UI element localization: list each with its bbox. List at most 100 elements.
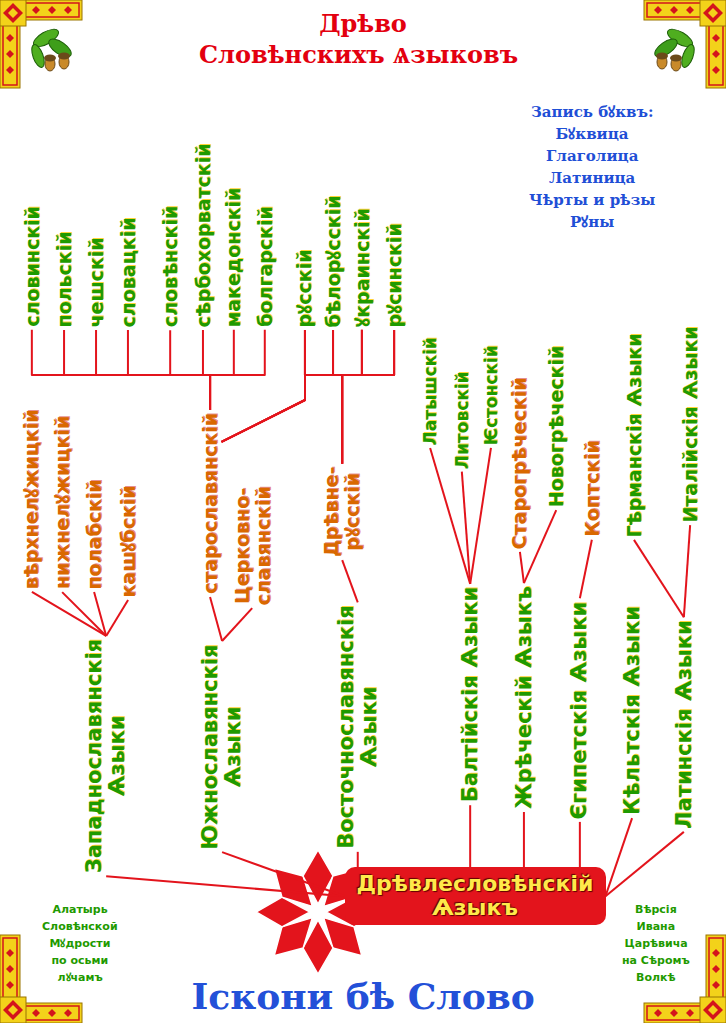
tree-connector: [684, 525, 690, 617]
node-text: словинскій: [21, 206, 42, 327]
language-node: старославянскій: [199, 410, 222, 597]
language-node: македонскій: [222, 184, 245, 330]
node-text: сѣрбохорватскій: [193, 143, 214, 327]
tree-connector: [221, 330, 394, 442]
language-node: рꙋсскій: [293, 246, 316, 330]
tree-connector: [342, 330, 362, 464]
language-node: Кѣльтскія Ѧзыки: [620, 603, 645, 818]
language-node: Коптскій: [580, 437, 603, 540]
node-text: Коптскій: [581, 440, 602, 537]
node-text: Балтійскія Ѧзыки: [459, 587, 482, 802]
diagram-title: Дрѣво Словѣнскихъ Ѧзыковъ: [199, 8, 527, 70]
footer-note: Алатырь: [53, 904, 108, 917]
footer-note: лꙋчамъ: [58, 972, 103, 985]
language-node: Жрѣческій Ѧзыкъ: [511, 583, 536, 812]
tree-connector: [579, 822, 581, 867]
language-node: словинскій: [20, 203, 43, 330]
tree-connector: [203, 330, 210, 410]
language-node: Балтійскія Ѧзыки: [458, 584, 483, 805]
script-list-item: Латиница: [549, 170, 635, 187]
tree-connector: [210, 330, 234, 410]
tree-connector: [462, 472, 470, 584]
language-node: бѣлорꙋсскій: [322, 192, 345, 330]
footer-note: по осьми: [52, 955, 109, 968]
motto: Іскони бѣ Слово: [192, 978, 535, 1014]
language-node: ꙋкраинскій: [350, 205, 373, 330]
node-text: ꙋкраинскій: [351, 208, 372, 327]
tree-connector: [470, 448, 491, 584]
tree-connector: [520, 552, 524, 583]
node-text: Кѣльтскія Ѧзыки: [621, 606, 644, 815]
language-node: словацкій: [117, 214, 140, 330]
script-list-item: Бꙋквица: [556, 126, 629, 143]
language-node: Гѣрманскія Ѧзыки: [623, 330, 646, 540]
tree-connector: [221, 330, 361, 442]
language-node: Дрѣвне-рꙋсскій: [320, 464, 364, 560]
node-text: Церковно-славянскій: [231, 486, 273, 605]
language-node: Западнославянскія Ѧзыки: [82, 636, 130, 876]
node-text: бѣлорꙋсскій: [323, 195, 344, 327]
node-text: Жрѣческій Ѧзыкъ: [512, 586, 535, 809]
language-node: Єгипетскія Ѧзыки: [567, 598, 592, 822]
tree-connector: [106, 600, 128, 636]
tree-connector: [106, 876, 344, 896]
tree-connector: [170, 330, 210, 410]
tree-connector: [32, 592, 106, 636]
node-text: польскій: [54, 231, 75, 327]
language-node: кашꙋбскій: [117, 482, 140, 600]
language-node: Литовскій: [452, 368, 473, 472]
node-text: болгарскій: [254, 206, 275, 327]
tree-connector: [606, 832, 684, 896]
node-text: Западнославянскія Ѧзыки: [83, 639, 129, 873]
tree-connector: [94, 592, 106, 636]
script-list-item: Глаголица: [546, 148, 638, 165]
tree-connector: [221, 330, 305, 442]
tree-connector: [342, 330, 394, 464]
node-text: рꙋсинскій: [384, 223, 405, 327]
tree-connector: [580, 540, 592, 598]
language-node: Новогрѣческій: [545, 343, 568, 510]
script-list-item: Запись бꙋквъ:: [531, 104, 653, 121]
node-text: Дрѣвлесловѣнскій Ѧзыкъ: [357, 872, 594, 920]
tree-connector: [221, 330, 333, 442]
language-node: Латинскія Ѧзыки: [671, 617, 696, 832]
language-node: болгарскій: [253, 203, 276, 330]
node-text: словацкій: [118, 217, 139, 327]
node-text: Италійскія Ѧзыки: [680, 326, 701, 522]
footer-note: Вѣрсія: [635, 904, 677, 917]
tree-connector: [333, 330, 342, 464]
tree-connector: [128, 330, 210, 410]
node-text: Южнославянскія Ѧзыки: [199, 644, 245, 849]
tree-connector: [342, 560, 358, 602]
tree-connector: [210, 330, 265, 410]
footer-note: на Сѣромъ: [622, 955, 690, 968]
language-node: Латышскій: [420, 334, 441, 448]
language-node: чешскій: [85, 234, 108, 330]
language-node: Восточнославянскія Ѧзыки: [334, 602, 382, 852]
node-text: Єгипетскія Ѧзыки: [568, 601, 591, 819]
footer-note: Мꙋдрости: [50, 938, 111, 951]
node-text: рꙋсскій: [294, 249, 315, 327]
footer-note: Ивана: [637, 921, 676, 934]
tree-connector: [357, 852, 359, 867]
script-list-item: Чѣрты и рѣзы: [529, 192, 655, 209]
tree-connector: [469, 805, 471, 867]
tree-connector: [64, 330, 210, 410]
script-list-item: Рꙋны: [570, 214, 614, 231]
language-node: Церковно-славянскій: [230, 483, 274, 608]
node-text: Дрѣвне-рꙋсскій: [321, 467, 363, 557]
language-node: рꙋсинскій: [383, 220, 406, 330]
tree-connector: [32, 330, 210, 410]
node-text: македонскій: [223, 187, 244, 327]
node-text: старославянскій: [200, 413, 221, 594]
node-text: Латинскія Ѧзыки: [672, 620, 695, 829]
node-text: полабскій: [84, 479, 105, 589]
node-text: Новогрѣческій: [546, 346, 567, 507]
node-text: чешскій: [86, 237, 107, 327]
language-node: Ѥстонскій: [481, 342, 502, 448]
node-text: кашꙋбскій: [118, 485, 139, 597]
tree-connector: [222, 852, 344, 896]
footer-note: Царѣвича: [625, 938, 688, 951]
tree-connector: [305, 330, 342, 464]
tree-connector: [523, 812, 525, 867]
